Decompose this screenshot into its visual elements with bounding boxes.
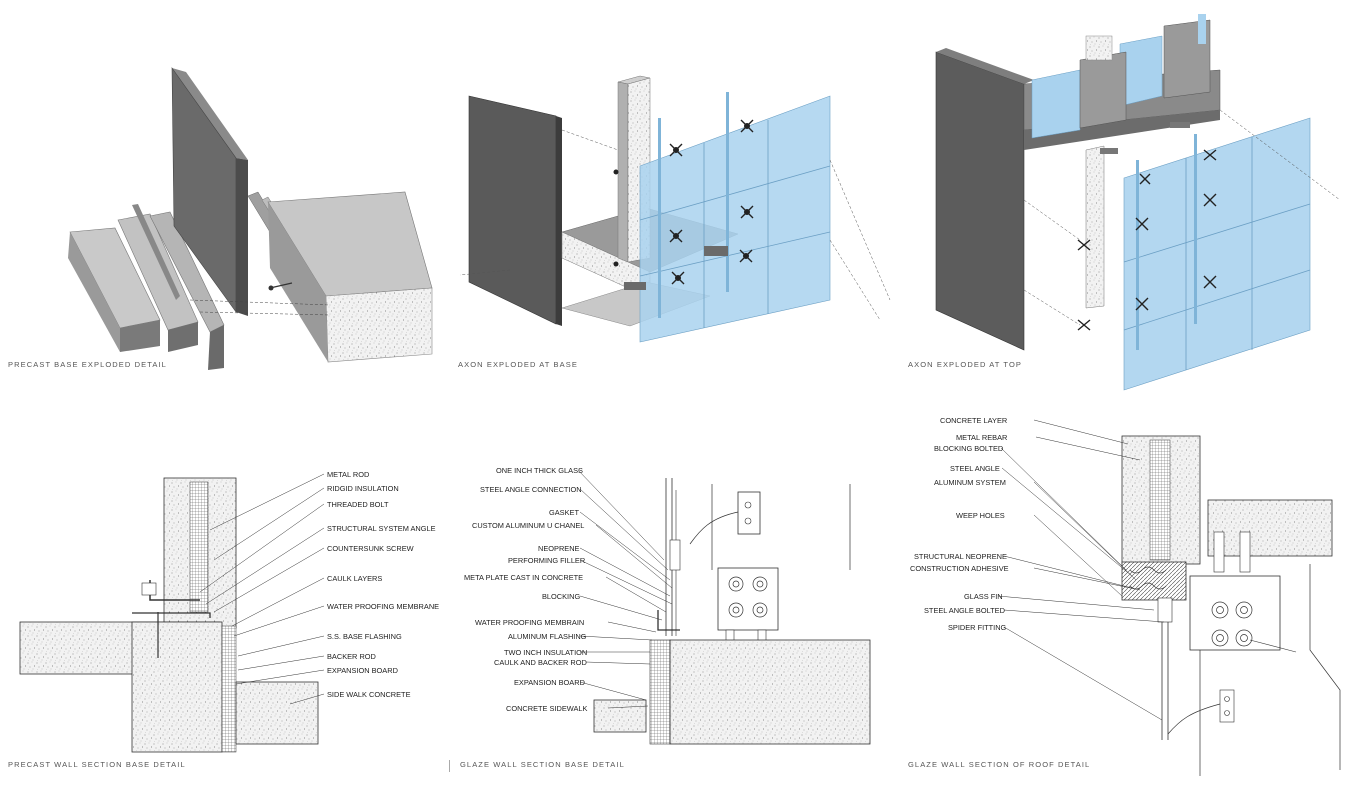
label-ridgid-insulation: RIDGID INSULATION — [327, 484, 399, 493]
glaze-wall-roof-drawing — [997, 419, 1341, 776]
label-weep-holes: WEEP HOLES — [956, 511, 1005, 520]
precast-leaders — [199, 473, 325, 705]
divider-tick — [449, 760, 450, 772]
label-aluminum-system: ALUMINUM SYSTEM — [934, 478, 1006, 487]
precast-base-exploded-drawing — [68, 67, 433, 370]
label-metal-rod: METAL ROD — [327, 470, 370, 479]
label-one-inch-thick-glass: ONE INCH THICK GLASS — [496, 466, 583, 475]
label-aluminum-flashing: ALUMINUM FLASHING — [508, 632, 587, 641]
precast-wall-section-drawing — [19, 473, 325, 753]
panel-glaze-wall-roof: CONCRETE LAYER METAL REBAR BLOCKING BOLT… — [900, 400, 1361, 786]
caption-glaze-wall-base: GLAZE WALL SECTION BASE DETAIL — [460, 760, 625, 769]
label-expansion-board: EXPANSION BOARD — [327, 666, 398, 675]
panel-glaze-wall-base: ONE INCH THICK GLASS STEEL ANGLE CONNECT… — [450, 400, 900, 786]
caption-precast-wall-section: PRECAST WALL SECTION BASE DETAIL — [8, 760, 186, 769]
label-caulk-and-backer-rod: CAULK AND BACKER ROD — [494, 658, 587, 667]
label-two-inch-insulation: TWO INCH INSULATION — [504, 648, 588, 657]
caption-axon-exploded-base: AXON EXPLODED AT BASE — [458, 360, 578, 369]
label-water-proofing-membrain: WATER PROOFING MEMBRAIN — [475, 618, 585, 627]
label-steel-angle: STEEL ANGLE — [950, 464, 1000, 473]
panel-precast-base-exploded: PRECAST BASE EXPLODED DETAIL — [0, 0, 450, 380]
label-structural-neoprene: STRUCTURAL NEOPRENE — [914, 552, 1007, 561]
label-gasket: GASKET — [549, 508, 579, 517]
label-structural-system-angle: STRUCTURAL SYSTEM ANGLE — [327, 524, 436, 533]
panel-axon-exploded-top: AXON EXPLODED AT TOP — [900, 0, 1361, 400]
label-countersunk-screw: COUNTERSUNK SCREW — [327, 544, 414, 553]
label-performing-filler: PERFORMING FILLER — [508, 556, 586, 565]
axon-exploded-base-drawing — [459, 75, 891, 343]
label-steel-angle-bolted: STEEL ANGLE BOLTED — [924, 606, 1005, 615]
panel-axon-exploded-base: AXON EXPLODED AT BASE — [450, 0, 900, 380]
label-caulk-layers: CAULK LAYERS — [327, 574, 383, 583]
label-metal-rebar: METAL REBAR — [956, 433, 1008, 442]
label-blocking-bolted: BLOCKING BOLTED — [934, 444, 1004, 453]
label-ss-base-flashing: S.S. BASE FLASHING — [327, 632, 402, 641]
axon-exploded-top-drawing — [935, 14, 1341, 391]
label-steel-angle-connection: STEEL ANGLE CONNECTION — [480, 485, 582, 494]
glaze-base-leaders — [577, 469, 673, 709]
label-glass-fin: GLASS FIN — [964, 592, 1003, 601]
label-expansion-board: EXPANSION BOARD — [514, 678, 585, 687]
caption-axon-exploded-top: AXON EXPLODED AT TOP — [908, 360, 1022, 369]
label-construction-adhesive: CONSTRUCTION ADHESIVE — [910, 564, 1009, 573]
label-concrete-sidewalk: CONCRETE SIDEWALK — [506, 704, 588, 713]
caption-precast-base-exploded: PRECAST BASE EXPLODED DETAIL — [8, 360, 167, 369]
label-concrete-layer: CONCRETE LAYER — [940, 416, 1008, 425]
label-side-walk-concrete: SIDE WALK CONCRETE — [327, 690, 411, 699]
label-threaded-bolt: THREADED BOLT — [327, 500, 389, 509]
label-backer-rod: BACKER ROD — [327, 652, 376, 661]
caption-glaze-wall-roof: GLAZE WALL SECTION OF ROOF DETAIL — [908, 760, 1091, 769]
glaze-roof-leaders — [997, 419, 1165, 721]
label-spider-fitting: SPIDER FITTING — [948, 623, 1007, 632]
glaze-wall-base-drawing — [577, 469, 871, 745]
label-water-proofing-membrane: WATER PROOFING MEMBRANE — [327, 602, 440, 611]
label-blocking: BLOCKING — [542, 592, 581, 601]
label-neoprene: NEOPRENE — [538, 544, 580, 553]
label-meta-plate-cast-in-concrete: META PLATE CAST IN CONCRETE — [464, 573, 584, 582]
panel-precast-wall-section: METAL ROD RIDGID INSULATION THREADED BOL… — [0, 400, 450, 786]
label-custom-aluminum-u-chanel: CUSTOM ALUMINUM U CHANEL — [472, 521, 585, 530]
